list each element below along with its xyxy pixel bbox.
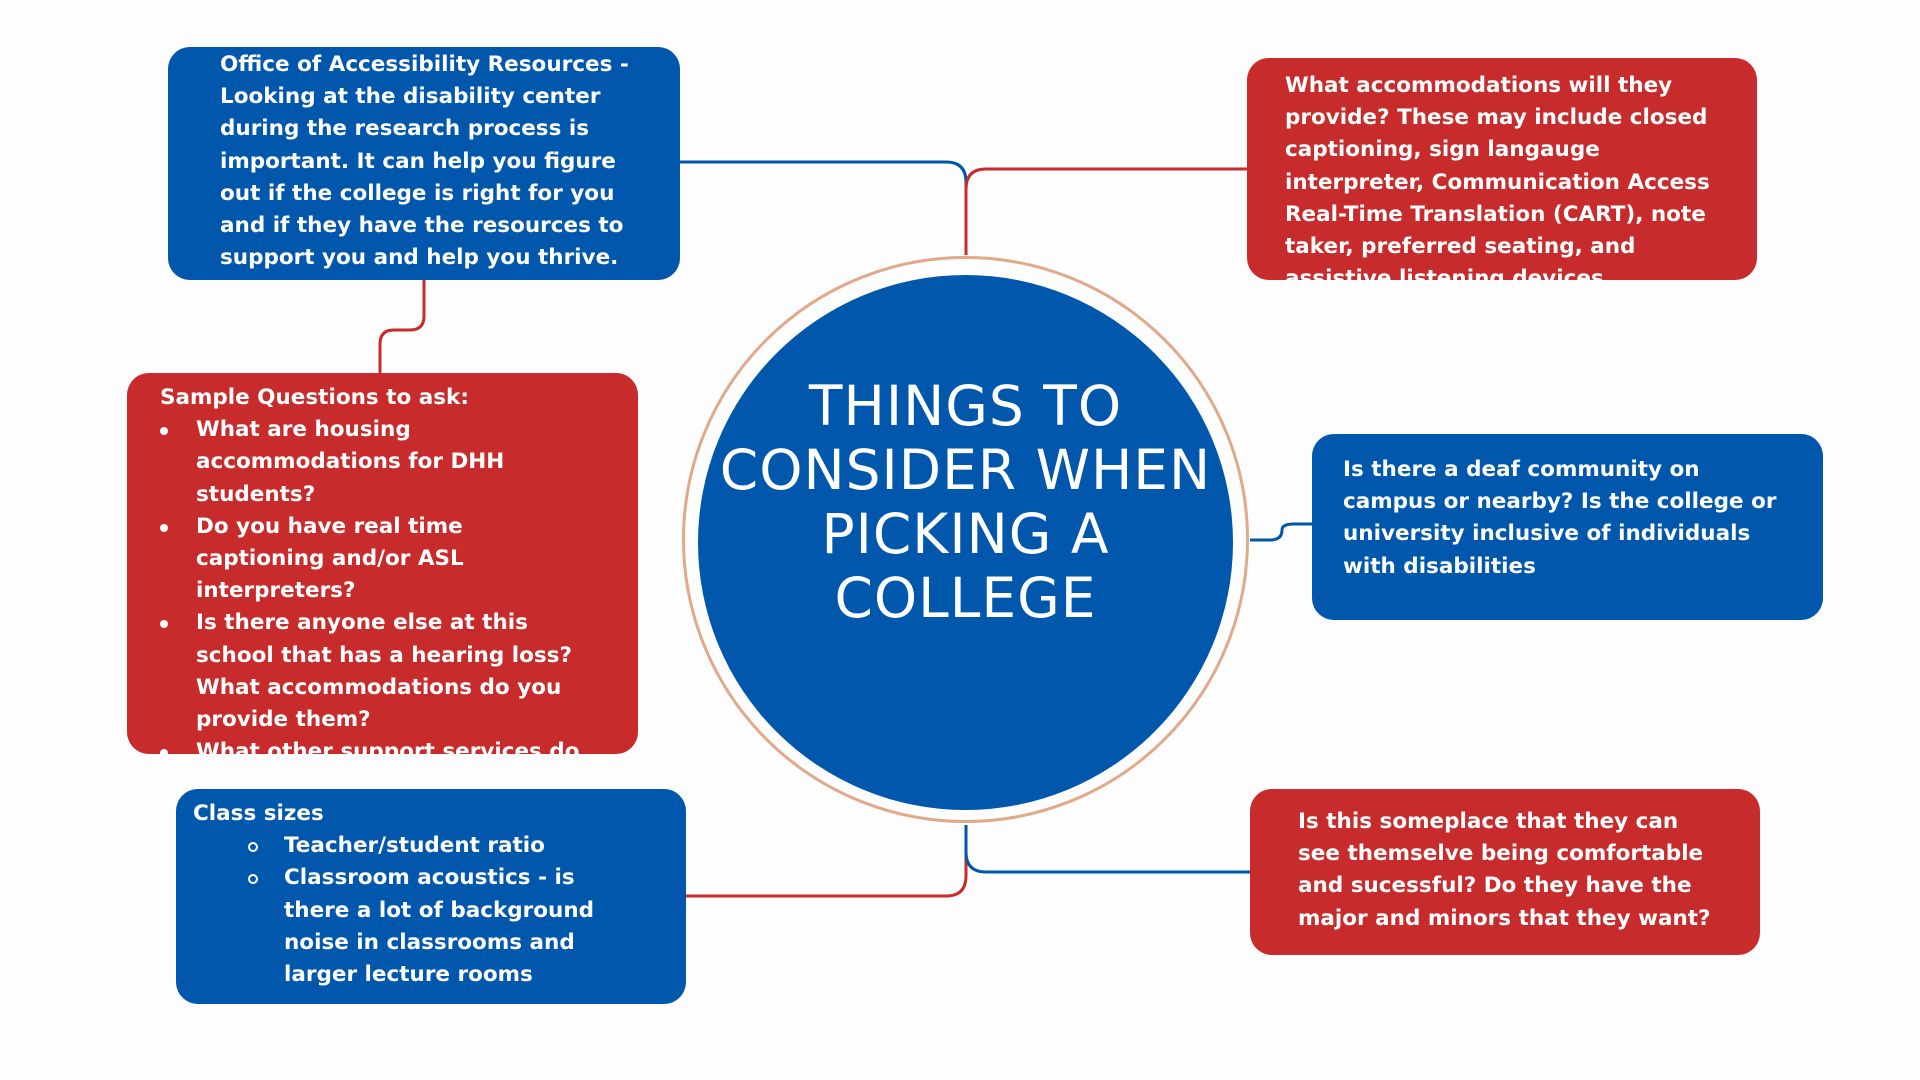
connector-comfort-center — [964, 825, 1250, 874]
sample-questions-heading: Sample Questions to ask: — [160, 385, 469, 410]
office-resources-text: Office of Accessibility Resources - Look… — [220, 52, 629, 271]
sample-questions-list: What are housing accommodations for DHH … — [160, 414, 592, 800]
comfort-node: Is this someplace that they can see them… — [1250, 789, 1760, 955]
comfort-text: Is this someplace that they can see them… — [1298, 809, 1711, 931]
list-item: Do you have real time captioning and/or … — [160, 511, 592, 608]
connector-class-center — [686, 825, 968, 898]
sample-questions-node: Sample Questions to ask: What are housin… — [127, 373, 638, 796]
list-item: Is there anyone else at this school that… — [160, 607, 592, 736]
class-sizes-list: Teacher/student ratio Classroom acoustic… — [193, 830, 622, 991]
deaf-community-node: Is there a deaf community on campus or n… — [1312, 434, 1823, 620]
class-sizes-heading: Class sizes — [193, 801, 324, 826]
connector-office-center — [680, 160, 968, 255]
center-title: THINGS TO CONSIDER WHEN PICKING A COLLEG… — [719, 374, 1212, 630]
center-ring — [682, 256, 1249, 823]
deaf-community-text: Is there a deaf community on campus or n… — [1343, 457, 1777, 579]
connector-office-questions — [378, 280, 426, 373]
connector-accommodations-center — [964, 167, 1247, 255]
center-circle — [698, 275, 1233, 810]
accommodations-node: What accommodations will they provide? T… — [1247, 58, 1757, 291]
list-item: Classroom acoustics - is there a lot of … — [248, 862, 622, 991]
accommodations-text: What accommodations will they provide? T… — [1285, 73, 1710, 292]
class-sizes-node: Class sizes Teacher/student ratio Classr… — [176, 789, 686, 1004]
connector-community-center — [1250, 522, 1312, 542]
office-resources-node: Office of Accessibility Resources - Look… — [168, 47, 680, 280]
list-item: Teacher/student ratio — [248, 830, 622, 862]
list-item: What are housing accommodations for DHH … — [160, 414, 592, 511]
